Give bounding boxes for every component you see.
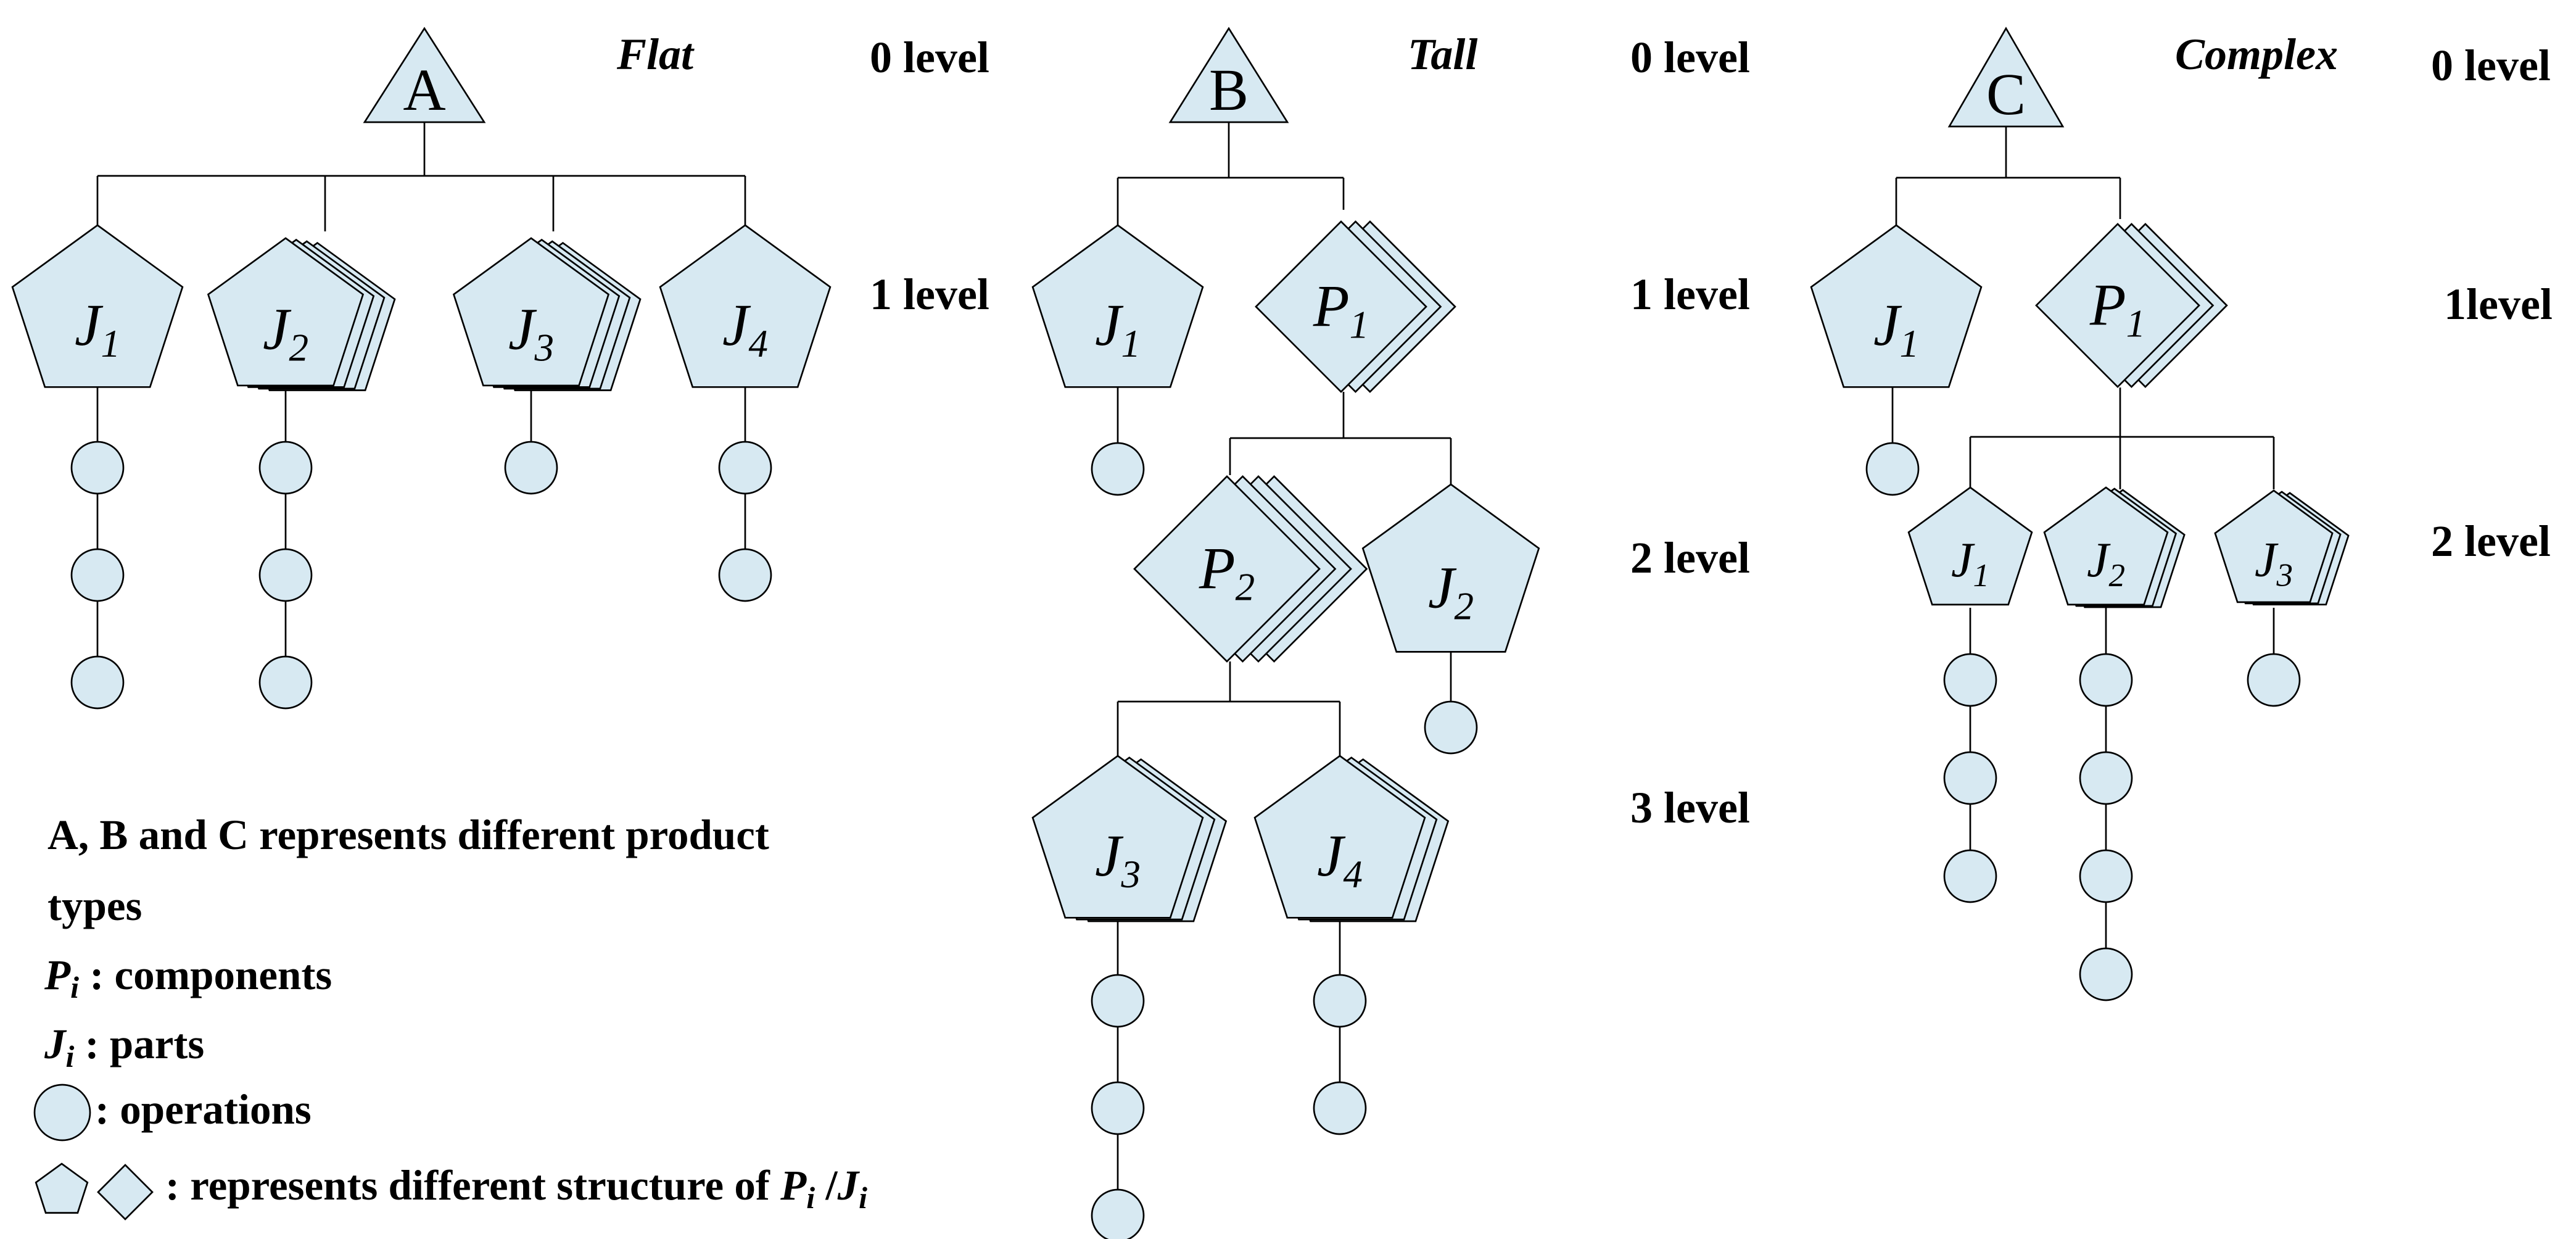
operation-circle: [1313, 974, 1367, 1028]
component-diamond: [1133, 475, 1321, 663]
node-label: J4: [722, 292, 768, 365]
part-pentagon: [1361, 483, 1540, 653]
level-label-a0: 0 level: [870, 33, 989, 82]
node-label: J1: [75, 292, 120, 365]
operation-circle: [1091, 1188, 1145, 1239]
operation-circle: [2079, 653, 2133, 707]
node-label: J2: [2087, 533, 2125, 594]
legend-diamond-icon: [97, 1164, 154, 1220]
part-pentagon: [659, 224, 832, 388]
part-pentagon: [11, 224, 184, 388]
operation-circle: [2079, 947, 2133, 1001]
product-triangle: [1947, 27, 2065, 128]
operation-circle: [1865, 442, 1920, 496]
title-complex: Complex: [2175, 30, 2338, 79]
part-pentagon: [1031, 224, 1204, 388]
node-label: J4: [1317, 823, 1363, 896]
legend-pentagon-icon: [35, 1162, 89, 1214]
operation-circle: [70, 441, 125, 495]
node-label: J2: [1428, 555, 1474, 628]
node-label: J1: [1951, 533, 1989, 594]
product-label: B: [1209, 57, 1249, 123]
operation-circle: [504, 441, 558, 495]
operation-circle: [2079, 751, 2133, 805]
operation-circle: [1091, 1081, 1145, 1135]
part-pentagon: [452, 237, 610, 387]
operation-circle: [1943, 653, 1997, 707]
product-triangle: [1168, 27, 1289, 123]
node-shapes: [11, 27, 2350, 1239]
level-label-c0: 0 level: [2431, 41, 2551, 90]
node-label: J1: [1873, 292, 1919, 365]
title-tall: Tall: [1408, 30, 1477, 79]
product-label: C: [1986, 61, 2026, 127]
legend-operations: : operations: [95, 1086, 312, 1133]
component-diamond: [2035, 223, 2200, 388]
operation-circle: [1943, 849, 1997, 903]
node-label: P1: [2089, 272, 2145, 346]
part-pentagon: [1810, 224, 1983, 388]
operation-circle: [70, 655, 125, 710]
operation-circle: [2079, 849, 2133, 903]
level-label-a1: 1 level: [870, 270, 989, 319]
operation-circle: [1943, 751, 1997, 805]
operation-circle: [258, 655, 313, 710]
component-diamond: [1255, 220, 1427, 393]
operation-circle: [258, 548, 313, 602]
part-pentagon: [1031, 755, 1204, 919]
node-label: P2: [1199, 536, 1255, 609]
node-label: P1: [1313, 273, 1369, 347]
part-pentagon: [2214, 489, 2334, 603]
legend-line-2: types: [47, 882, 142, 929]
operation-circle: [2247, 653, 2301, 707]
legend-operation-icon: [33, 1084, 91, 1142]
part-pentagon: [1253, 755, 1426, 919]
operation-circle: [1091, 974, 1145, 1028]
level-label-b0: 0 level: [1630, 33, 1750, 82]
operation-circle: [1424, 700, 1478, 755]
legend-components: Pi : components: [44, 951, 332, 1005]
part-pentagon: [1907, 486, 2033, 606]
operation-circle: [718, 441, 772, 495]
legend-structure: : represents different structure of Pi /…: [165, 1162, 867, 1215]
legend-parts: Ji : parts: [44, 1021, 204, 1074]
node-label: J3: [508, 296, 554, 370]
product-triangle: [363, 27, 486, 123]
level-label-c2: 2 level: [2431, 516, 2551, 566]
operation-circle: [70, 548, 125, 602]
node-label: J1: [1095, 292, 1141, 365]
title-flat: Flat: [616, 30, 695, 79]
node-label: J3: [2255, 532, 2293, 593]
operation-circle: [258, 441, 313, 495]
operation-circle: [1313, 1081, 1367, 1135]
level-label-b3: 3 level: [1630, 783, 1750, 832]
operation-circle: [1091, 442, 1145, 496]
node-label: J3: [1095, 823, 1141, 896]
level-label-b2: 2 level: [1630, 533, 1750, 582]
node-label: J2: [263, 296, 308, 370]
product-label: A: [403, 57, 445, 123]
legend-line-1: A, B and C represents different product: [47, 811, 769, 858]
part-pentagon: [207, 237, 365, 387]
diagram-text: Flat Tall Complex 0 level 1 level 0 leve…: [44, 30, 2553, 1215]
part-pentagon: [2043, 486, 2169, 606]
level-label-c1: 1level: [2444, 280, 2553, 329]
level-label-b1: 1 level: [1630, 270, 1750, 319]
operation-circle: [718, 548, 772, 602]
